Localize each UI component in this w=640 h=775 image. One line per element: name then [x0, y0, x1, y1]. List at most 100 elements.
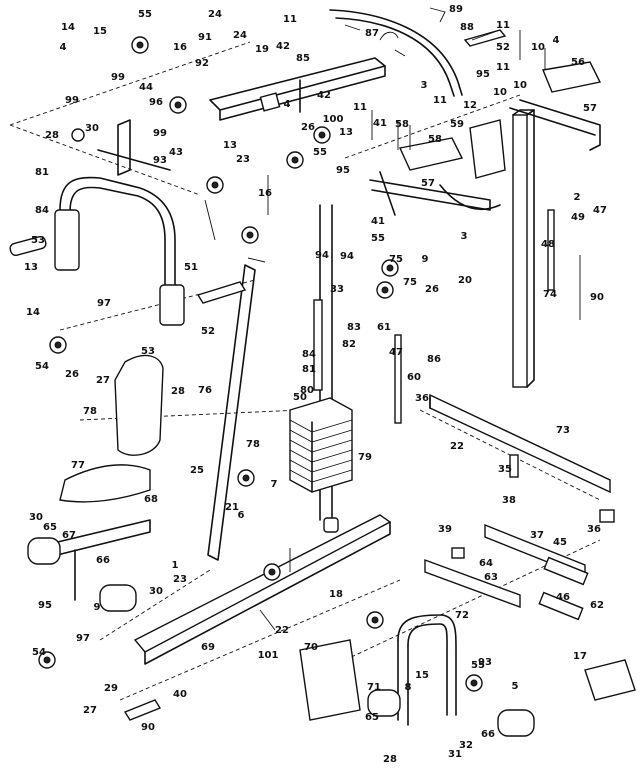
callout-number: 90 [141, 722, 155, 733]
callout-number: 50 [293, 392, 307, 403]
callout-number: 46 [556, 592, 570, 603]
upper-right-frame [369, 61, 602, 216]
callout-number: 58 [428, 134, 442, 145]
callout-number: 84 [35, 205, 49, 216]
callout-number: 78 [246, 439, 260, 450]
callout-number: 73 [556, 425, 570, 436]
callout-number: 82 [342, 339, 356, 350]
top-beam-assembly [209, 9, 463, 121]
callout-number: 80 [300, 385, 314, 396]
callout-number: 93 [153, 155, 167, 166]
callout-number: 85 [296, 53, 310, 64]
callout-number: 94 [315, 250, 329, 261]
callout-number: 62 [590, 600, 604, 611]
back-pad-59 [469, 119, 506, 179]
callout-number: 95 [336, 165, 350, 176]
callout-number: 49 [571, 212, 585, 223]
callout-number: 70 [304, 642, 318, 653]
callout-number: 57 [421, 178, 435, 189]
callout-number: 3 [461, 231, 468, 242]
callout-number: 52 [496, 42, 510, 53]
callout-number: 30 [85, 123, 99, 134]
callout-number: 4 [284, 99, 291, 110]
callout-number: 54 [32, 647, 46, 658]
back-pad-78 [114, 354, 164, 456]
callout-number: 76 [198, 385, 212, 396]
callout-number: 27 [96, 375, 110, 386]
callout-number: 15 [415, 670, 429, 681]
pulleys [38, 36, 483, 692]
callout-number: 30 [29, 512, 43, 523]
callout-number: 66 [96, 555, 110, 566]
callout-number: 65 [365, 712, 379, 723]
callout-number: 11 [433, 95, 447, 106]
callout-number: 47 [593, 205, 607, 216]
callout-number: 1 [172, 560, 179, 571]
callout-number: 11 [353, 102, 367, 113]
callout-number: 11 [496, 62, 510, 73]
callout-number: 79 [358, 452, 372, 463]
callout-number: 24 [208, 9, 222, 20]
callout-number: 101 [258, 650, 279, 661]
callout-number: 64 [479, 558, 493, 569]
callout-number: 36 [587, 524, 601, 535]
callout-number: 71 [367, 682, 381, 693]
callout-number: 13 [223, 140, 237, 151]
callout-number: 87 [365, 28, 379, 39]
lower-left-frame [27, 519, 151, 612]
accessory-parts [123, 29, 636, 721]
callout-number: 32 [459, 740, 473, 751]
callout-number: 30 [149, 586, 163, 597]
callout-number: 69 [201, 642, 215, 653]
callout-number: 28 [383, 754, 397, 765]
callout-number: 47 [389, 347, 403, 358]
diagonal-bar-76 [207, 264, 256, 561]
callout-number: 43 [169, 147, 183, 158]
callout-number: 35 [498, 464, 512, 475]
callout-number: 36 [415, 393, 429, 404]
callout-number: 75 [389, 254, 403, 265]
callout-number: 68 [144, 494, 158, 505]
callout-number: 96 [149, 97, 163, 108]
callout-number: 48 [541, 239, 555, 250]
seat-pad-77 [59, 464, 151, 503]
callout-number: 58 [395, 119, 409, 130]
callout-number: 83 [347, 322, 361, 333]
callout-number: 16 [173, 42, 187, 53]
callout-number: 63 [484, 572, 498, 583]
callout-number: 59 [450, 119, 464, 130]
callout-number: 26 [65, 369, 79, 380]
callout-number: 25 [190, 465, 204, 476]
callout-number: 78 [83, 406, 97, 417]
callout-number: 13 [24, 262, 38, 273]
callout-number: 23 [173, 574, 187, 585]
callout-number: 60 [407, 372, 421, 383]
callout-number: 72 [455, 610, 469, 621]
callout-number: 55 [138, 9, 152, 20]
lower-right-frame [367, 614, 535, 737]
callout-number: 42 [276, 41, 290, 52]
callout-number: 10 [531, 42, 545, 53]
bench-pads [59, 354, 164, 503]
callout-number: 55 [371, 233, 385, 244]
callout-number: 55 [471, 660, 485, 671]
callout-number: 8 [405, 682, 412, 693]
callout-number: 42 [317, 90, 331, 101]
callout-number: 9 [422, 254, 429, 265]
callout-number: 22 [275, 625, 289, 636]
callout-number: 9 [94, 602, 101, 613]
callout-number: 14 [26, 307, 40, 318]
left-arm-assembly [9, 119, 185, 326]
seat-pad-56 [542, 61, 602, 93]
callout-number: 26 [301, 122, 315, 133]
callout-number: 11 [496, 20, 510, 31]
callout-number: 52 [201, 326, 215, 337]
callout-number: 99 [153, 128, 167, 139]
callout-number: 28 [171, 386, 185, 397]
callout-number: 51 [184, 262, 198, 273]
callout-number: 97 [76, 633, 90, 644]
callout-number: 99 [111, 72, 125, 83]
callout-number: 89 [449, 4, 463, 15]
